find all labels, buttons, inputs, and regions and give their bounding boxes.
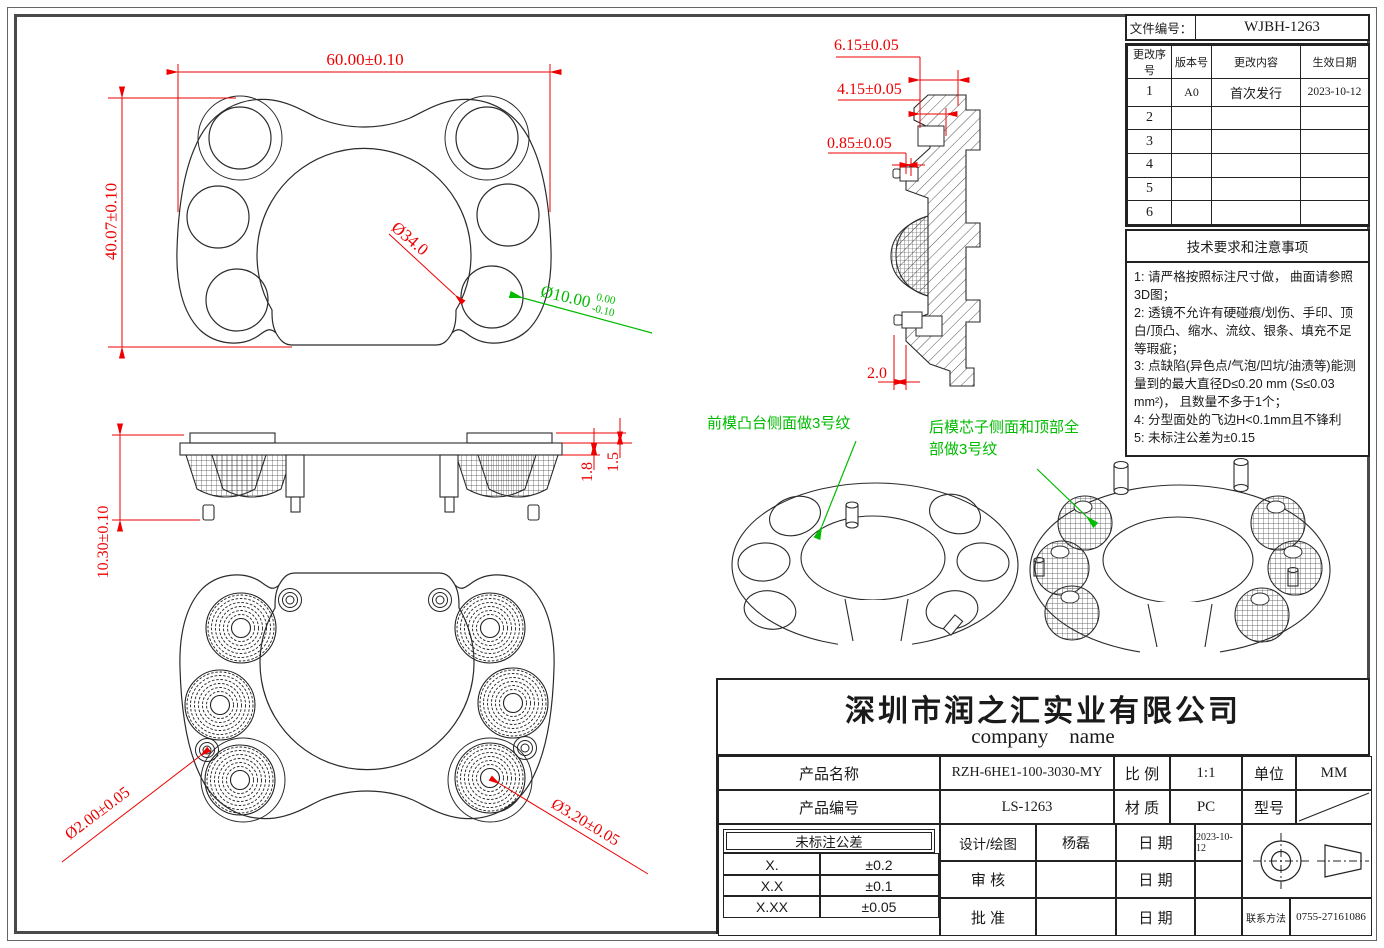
review-label: 审 核 (940, 861, 1036, 898)
product-no-label: 产品编号 (718, 790, 940, 824)
revision-row: 5 (1127, 176, 1369, 202)
sheet-outer-border (7, 7, 1377, 941)
bottom-view (179, 572, 555, 823)
file-number-box: 文件编号： WJBH-1263 (1125, 14, 1370, 41)
iso-top-view (731, 482, 1019, 650)
revision-row: 1 A0 首次发行 2023-10-12 (1127, 78, 1369, 107)
revision-row: 6 (1127, 200, 1369, 225)
projection-angle-icon (1253, 833, 1369, 889)
iso-bottom-view (1029, 457, 1331, 657)
tech-note-line: 3: 点缺陷(异色点/气泡/凹坑/油渍等)能测量到的最大直径D≤0.20 mm … (1134, 359, 1356, 410)
contact-value: 0755-27161086 (1290, 898, 1372, 936)
tech-note-line: 1: 请严格按照标注尺寸做， 曲面请参照3D图； (1134, 270, 1354, 302)
revision-row: 4 (1127, 153, 1369, 178)
designer-name: 杨磊 (1036, 824, 1116, 861)
date-label: 日 期 (1116, 898, 1195, 936)
tech-note-line: 2: 透镜不允许有硬碰痕/划伤、手印、顶白/顶凸、缩水、流纹、银条、填充不足等瑕… (1134, 305, 1354, 356)
dim-18: 1.8 (579, 462, 596, 482)
revision-row: 2 (1127, 105, 1369, 131)
tech-notes-title: 技术要求和注意事项 (1127, 231, 1368, 263)
top-view (176, 95, 552, 346)
product-no-value: LS-1263 (940, 790, 1114, 824)
file-number-value: WJBH-1263 (1244, 19, 1320, 35)
tolerance-key: X.XX (723, 895, 821, 918)
approve-date (1195, 898, 1242, 936)
rev-header-seq: 更改序号 (1127, 45, 1172, 79)
unit-value: MM (1296, 756, 1372, 790)
revision-table: 更改序号 版本号 更改内容 生效日期 1 A0 首次发行 2023-10-12 … (1125, 43, 1370, 227)
tech-notes-box: 技术要求和注意事项 1: 请严格按照标注尺寸做， 曲面请参照3D图； 2: 透镜… (1125, 229, 1370, 457)
tech-note-line: 5: 未标注公差为±0.15 (1134, 430, 1255, 445)
product-name-label: 产品名称 (718, 756, 940, 790)
material-value: PC (1170, 790, 1242, 824)
tolerance-title: 未标注公差 (726, 832, 932, 850)
dim-085: 0.85±0.05 (827, 135, 892, 152)
dim-top-width: 60.00±0.10 (326, 50, 404, 69)
date-label: 日 期 (1116, 861, 1195, 898)
annotation-rear-mold: 后模芯子侧面和顶部全部做3号纹 (929, 419, 1080, 458)
approve-value (1036, 898, 1116, 936)
model-diagonal (1298, 792, 1370, 822)
file-number-label: 文件编号： (1127, 16, 1196, 39)
company-name-cn: 深圳市润之汇实业有限公司 (845, 695, 1241, 728)
review-date (1195, 861, 1242, 898)
scale-label: 比 例 (1114, 756, 1170, 790)
front-view (179, 432, 563, 521)
tech-note-line: 4: 分型面处的飞边H<0.1mm且不锋利 (1134, 413, 1342, 427)
tolerance-box: 未标注公差 X. ±0.2 X.X ±0.1 X.XX ±0.05 (718, 824, 940, 936)
annotation-leaders (508, 290, 1099, 541)
dim-20: 2.0 (867, 365, 887, 382)
tolerance-key: X.X (723, 874, 821, 897)
contact-label: 联系方法 (1242, 898, 1290, 936)
material-label: 材 质 (1114, 790, 1170, 824)
tolerance-value: ±0.2 (819, 853, 939, 876)
dim-415: 4.15±0.05 (837, 81, 902, 98)
approve-label: 批 准 (940, 898, 1036, 936)
model-label: 型号 (1242, 790, 1296, 824)
dimension-lines (61, 56, 970, 875)
design-date: 2023-10-12 (1195, 824, 1242, 861)
rev-header-content: 更改内容 (1211, 45, 1301, 79)
tolerance-title-frame: 未标注公差 (723, 829, 935, 853)
company-header: 深圳市润之汇实业有限公司 company name (718, 680, 1368, 756)
tech-notes-body: 1: 请严格按照标注尺寸做， 曲面请参照3D图； 2: 透镜不允许有硬碰痕/划伤… (1127, 261, 1368, 455)
review-value (1036, 861, 1116, 898)
rev-header-version: 版本号 (1171, 45, 1212, 79)
tolerance-key: X. (723, 853, 821, 876)
dim-1030: 10.30±0.10 (95, 505, 112, 579)
product-name-value: RZH-6HE1-100-3030-MY (940, 756, 1114, 790)
design-label: 设计/绘图 (940, 824, 1036, 861)
annotation-front-mold: 前模凸台侧面做3号纹 (707, 415, 851, 432)
sheet-inner-border (14, 14, 1370, 934)
scale-value: 1:1 (1170, 756, 1242, 790)
section-view (890, 94, 981, 387)
tolerance-value: ±0.1 (819, 874, 939, 897)
dim-15: 1.5 (605, 452, 622, 472)
dim-615: 6.15±0.05 (834, 37, 899, 54)
projection-symbol-cell (1242, 824, 1372, 898)
rev-header-date: 生效日期 (1300, 45, 1369, 79)
title-block: 深圳市润之汇实业有限公司 company name 产品名称 RZH-6HE1-… (716, 678, 1372, 936)
date-label: 日 期 (1116, 824, 1195, 861)
revision-row: 3 (1127, 129, 1369, 155)
unit-label: 单位 (1242, 756, 1296, 790)
tolerance-value: ±0.05 (819, 895, 939, 918)
company-name-en: company name (971, 724, 1115, 748)
model-value (1296, 790, 1372, 824)
dim-top-height: 40.07±0.10 (101, 182, 121, 261)
